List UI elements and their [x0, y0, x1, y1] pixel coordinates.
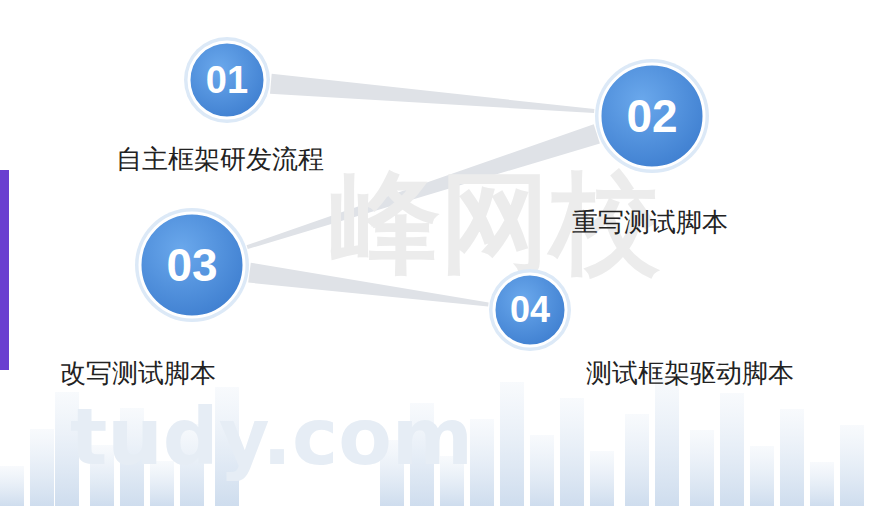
step-number: 02: [594, 58, 710, 174]
circle-halo: [489, 269, 571, 351]
step-label: 改写测试脚本: [60, 356, 216, 391]
step-circle: 04测试框架驱动脚本: [488, 268, 572, 352]
step-circle: 03改写测试脚本: [134, 207, 250, 323]
building: [655, 377, 679, 506]
building: [470, 419, 494, 506]
building: [690, 430, 714, 506]
building: [810, 462, 834, 506]
building: [780, 409, 804, 506]
building: [750, 446, 774, 506]
circle-halo: [184, 37, 270, 123]
step-number: 01: [183, 36, 271, 124]
building: [590, 451, 614, 506]
watermark: tudy.com: [70, 392, 473, 482]
building: [840, 425, 864, 506]
step-label: 自主框架研发流程: [116, 142, 324, 177]
city-skyline: [0, 377, 864, 506]
building: [720, 393, 744, 506]
step-label: 测试框架驱动脚本: [586, 356, 794, 391]
building: [560, 398, 584, 506]
step-circle: 02重写测试脚本: [594, 58, 710, 174]
building: [30, 429, 54, 506]
step-number: 04: [488, 268, 572, 352]
building: [530, 435, 554, 506]
building: [500, 382, 524, 506]
circle-halo: [595, 59, 709, 173]
circle-halo: [135, 208, 249, 322]
building: [0, 466, 24, 506]
step-label: 重写测试脚本: [572, 205, 728, 240]
step-circle: 01自主框架研发流程: [183, 36, 271, 124]
building: [625, 414, 649, 506]
side-bar: [0, 170, 9, 370]
step-number: 03: [134, 207, 250, 323]
swoosh-connector: [270, 74, 594, 113]
